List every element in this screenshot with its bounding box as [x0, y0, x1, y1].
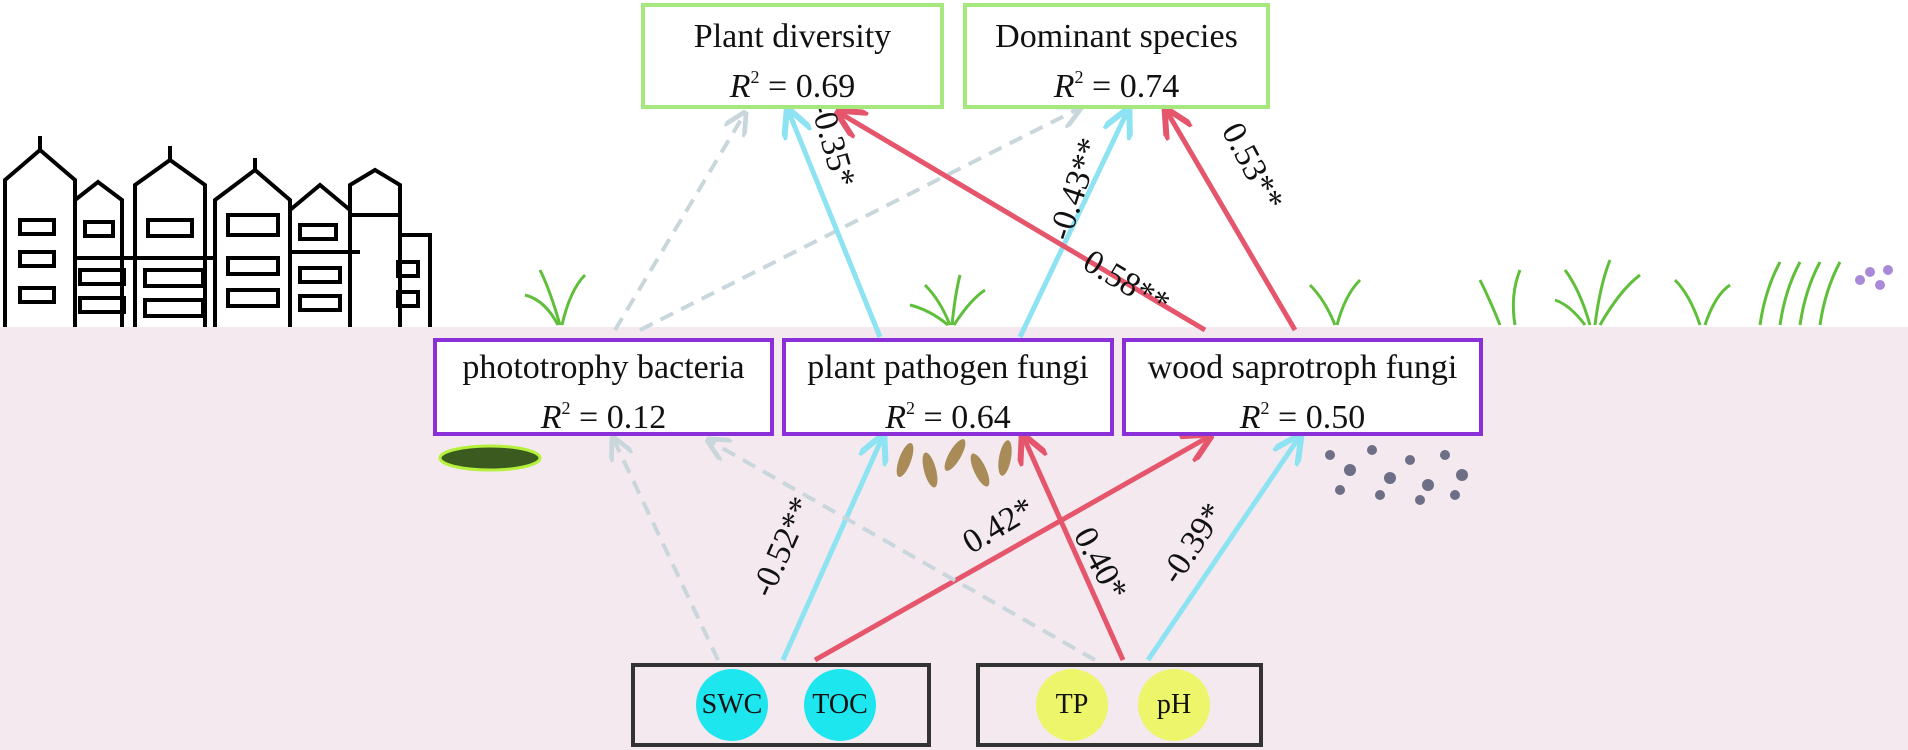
phototrophy-bacteria-r2: R2 = 0.12: [540, 398, 667, 436]
path-arrow-11: [1023, 436, 1126, 662]
plant-pathogen-fungi-label: plant pathogen fungi: [807, 349, 1089, 386]
grass-illustration: [524, 259, 1842, 327]
path-coefficient-4: -0.43**: [1042, 134, 1110, 245]
phototrophy-bacteria-label: phototrophy bacteria: [462, 349, 745, 386]
toc-node: TOC: [804, 669, 876, 741]
saprotroph-spores-illustration: [1325, 445, 1468, 505]
swc-node: SWC: [696, 669, 768, 741]
city-buildings-illustration: [2, 136, 432, 327]
path-arrow-3: [788, 110, 883, 338]
plant-diversity-label: Plant diversity: [693, 18, 892, 55]
path-coefficient-3: -0.35*: [803, 97, 863, 192]
flower-illustration: [1855, 265, 1893, 290]
path-arrow-7: [613, 438, 720, 661]
dominant-species-label: Dominant species: [995, 18, 1238, 55]
path-arrow-1: [613, 113, 745, 332]
plant-pathogen-fungi-box: plant pathogen fungi R2 = 0.64: [782, 338, 1114, 436]
path-arrow-6: [1166, 110, 1298, 332]
ph-node: pH: [1138, 669, 1210, 741]
wood-saprotroph-fungi-box: wood saprotroph fungi R2 = 0.50: [1122, 338, 1483, 436]
path-coefficient-12: -0.39*: [1153, 497, 1232, 591]
dominant-species-box: Dominant species R2 = 0.74: [963, 3, 1270, 109]
path-coefficient-9: 0.42*: [956, 490, 1041, 561]
plant-diversity-box: Plant diversity R2 = 0.69: [641, 3, 944, 109]
path-arrow-8: [780, 436, 883, 662]
dominant-species-r2: R2 = 0.74: [1053, 67, 1180, 105]
path-arrow-4: [1017, 110, 1128, 339]
path-arrow-5: [838, 112, 1207, 333]
path-coefficient-8: -0.52**: [744, 491, 820, 602]
path-arrow-12: [1145, 436, 1300, 662]
wood-saprotroph-fungi-label: wood saprotroph fungi: [1147, 349, 1458, 386]
path-arrow-10: [708, 440, 1096, 662]
plant-diversity-r2: R2 = 0.69: [729, 67, 856, 105]
plant-pathogen-fungi-r2: R2 = 0.64: [885, 398, 1011, 436]
wood-saprotroph-fungi-r2: R2 = 0.50: [1239, 398, 1366, 436]
path-arrow-9: [813, 436, 1210, 663]
path-arrow-2: [639, 108, 1080, 332]
fungal-spores-illustration: [896, 439, 1012, 488]
path-coefficient-11: 0.40*: [1066, 521, 1135, 606]
path-coefficient-5: 0.58**: [1077, 243, 1176, 323]
bacteria-illustration: [438, 444, 542, 472]
tp-node: TP: [1036, 669, 1108, 741]
path-coefficient-6: 0.53**: [1214, 117, 1291, 217]
phototrophy-bacteria-box: phototrophy bacteria R2 = 0.12: [433, 338, 774, 436]
soil-water-carbon-box: [631, 663, 931, 747]
soil-nutrient-ph-box: [976, 663, 1263, 747]
